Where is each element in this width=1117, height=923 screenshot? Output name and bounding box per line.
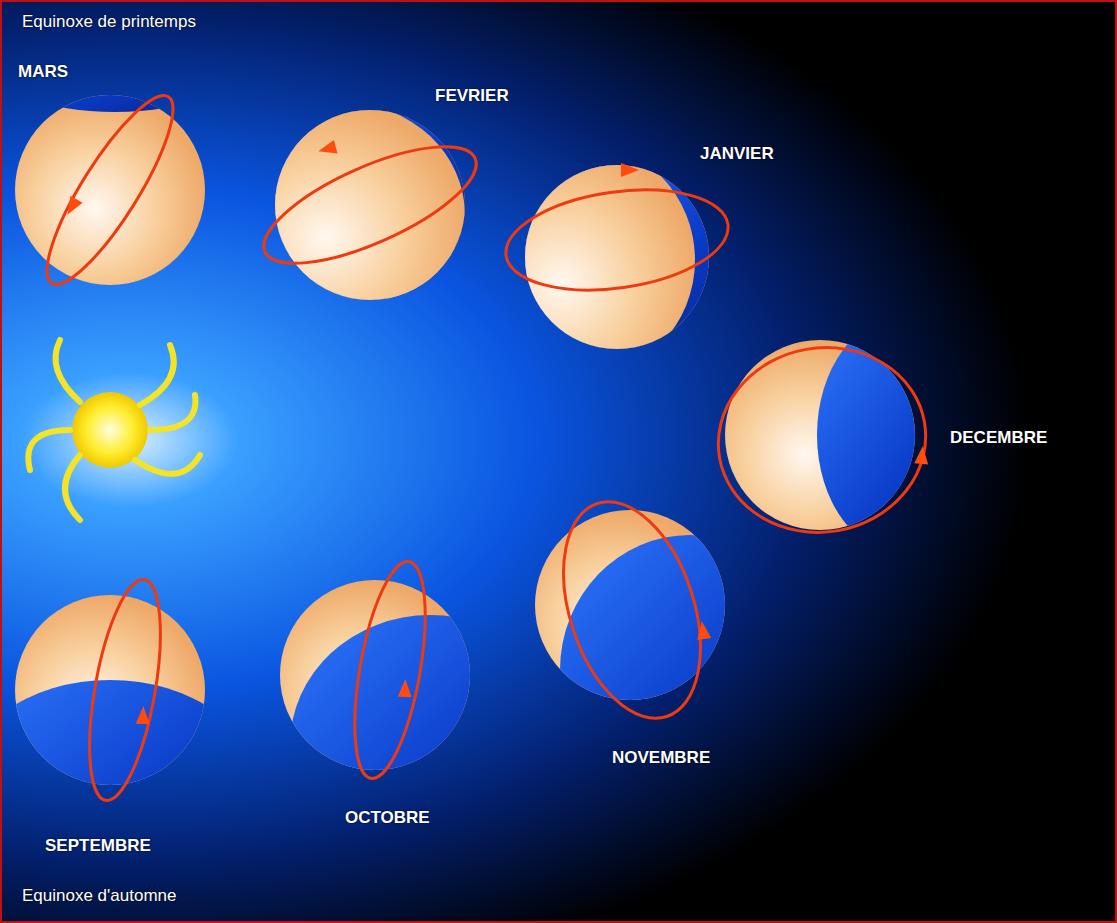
month-label: DECEMBRE xyxy=(950,428,1047,448)
planet xyxy=(465,142,740,378)
equinox-label: Equinoxe de printemps xyxy=(22,12,196,32)
month-label: JANVIER xyxy=(700,144,774,164)
planet xyxy=(704,315,993,555)
month-label: SEPTEMBRE xyxy=(45,836,151,856)
month-label: OCTOBRE xyxy=(345,808,430,828)
month-label: NOVEMBRE xyxy=(612,748,710,768)
sun-spiral xyxy=(28,340,200,520)
month-label: MARS xyxy=(18,62,68,82)
equinox-label: Equinoxe d'automne xyxy=(22,886,176,906)
planet xyxy=(280,556,570,875)
planet xyxy=(0,8,245,298)
month-label: FEVRIER xyxy=(435,86,509,106)
planet xyxy=(535,484,820,805)
planet xyxy=(0,574,260,900)
